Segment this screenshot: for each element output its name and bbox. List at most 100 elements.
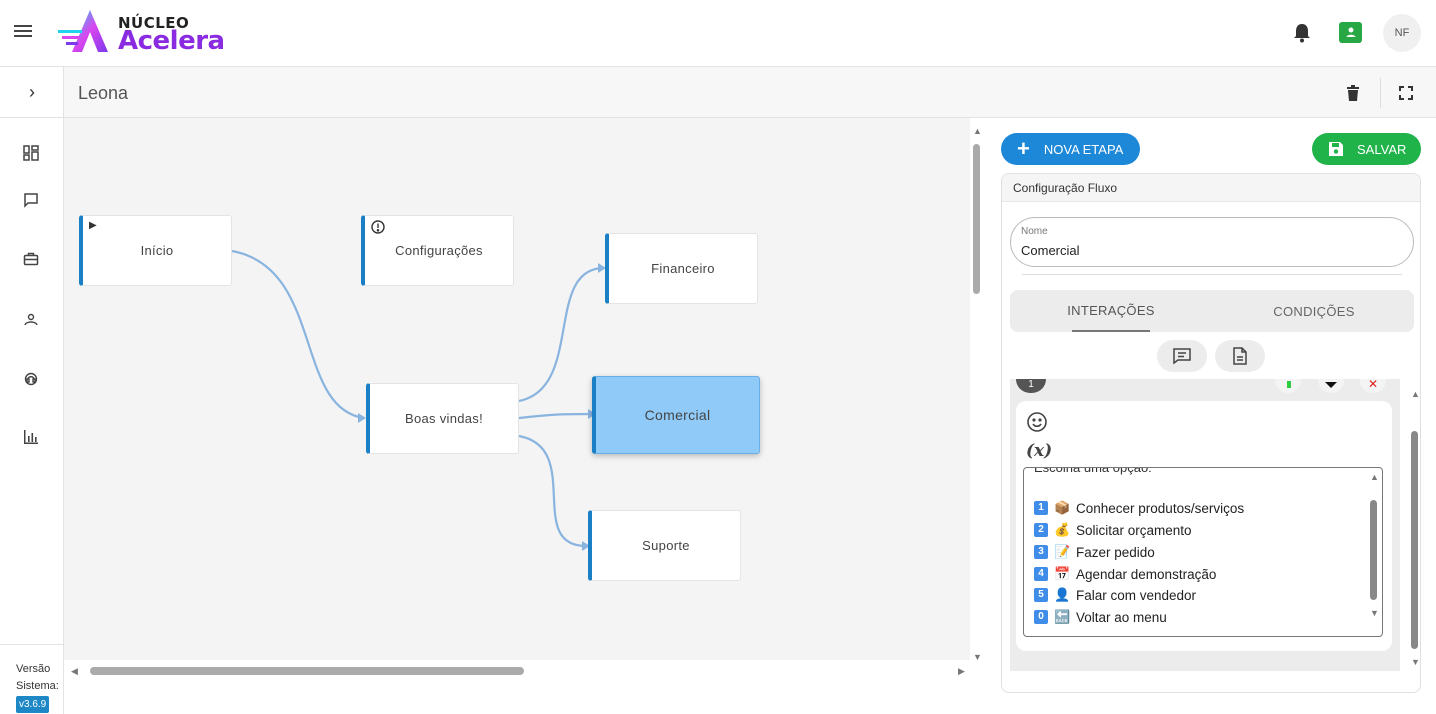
edge-boasvindas-suporte	[518, 434, 589, 548]
hamburger-menu-icon[interactable]	[14, 22, 36, 42]
option-text: Solicitar orçamento	[1076, 522, 1192, 538]
user-avatar[interactable]: NF	[1383, 14, 1421, 52]
back-arrow-icon: 🔙	[1054, 609, 1071, 624]
logo-mark-icon	[58, 10, 108, 52]
step-number-badge: 1	[1016, 379, 1046, 393]
top-bar: NÚCLEO Acelera NF	[0, 0, 1436, 67]
flow-connections	[231, 249, 606, 551]
scroll-left-icon[interactable]: ◀	[71, 666, 78, 676]
edge-boasvindas-financeiro	[518, 266, 605, 403]
edge-boasvindas-comercial	[518, 412, 595, 420]
add-document-button[interactable]	[1215, 340, 1265, 372]
logo[interactable]: NÚCLEO Acelera	[56, 8, 236, 58]
version-info: Versão Sistema: v3.6.9	[0, 644, 64, 714]
message-textarea[interactable]: Escolha uma opção: 1 📦 Conhecer produtos…	[1023, 467, 1383, 637]
plus-icon: +	[1017, 136, 1030, 161]
name-field-label: Nome	[1021, 226, 1048, 237]
new-step-button[interactable]: + NOVA ETAPA	[1001, 133, 1140, 165]
dashboard-icon[interactable]	[21, 143, 41, 163]
scroll-up-icon[interactable]: ▲	[973, 126, 982, 136]
scroll-thumb[interactable]	[1411, 431, 1418, 649]
toolbar-divider	[1380, 78, 1381, 108]
version-label-system: Sistema:	[16, 680, 59, 692]
interactions-list[interactable]: 1 ✕ (x) Escolha uma opção: 1 📦 Conhecer …	[1010, 378, 1400, 671]
tab-interacoes[interactable]: INTERAÇÕES	[1067, 290, 1154, 332]
flow-node-financeiro[interactable]: Financeiro	[605, 233, 758, 304]
flow-canvas[interactable]: ▶ Início Configurações Financeiro Boas v…	[64, 118, 970, 660]
option-text: Voltar ao menu	[1076, 609, 1167, 625]
tab-condicoes[interactable]: CONDIÇÕES	[1273, 303, 1355, 319]
node-label: Boas vindas!	[404, 411, 484, 426]
name-field[interactable]: Nome Comercial	[1010, 217, 1414, 267]
play-icon: ▶	[89, 220, 97, 231]
flow-node-inicio[interactable]: ▶ Início	[79, 215, 232, 286]
bell-icon[interactable]	[1292, 22, 1312, 44]
option-text: Conhecer produtos/serviços	[1076, 500, 1245, 516]
scroll-up-icon[interactable]: ▲	[1411, 389, 1420, 399]
variable-icon[interactable]: (x)	[1026, 441, 1053, 461]
logo-text-bottom: Acelera	[118, 26, 225, 56]
config-panel: + NOVA ETAPA SALVAR Configuração Fluxo N…	[992, 118, 1436, 714]
memo-icon: 📝	[1054, 544, 1071, 559]
document-icon	[1233, 347, 1247, 365]
scroll-down-icon[interactable]: ▼	[1411, 657, 1420, 667]
node-label: Comercial	[644, 407, 711, 423]
flow-node-boas-vindas[interactable]: Boas vindas!	[366, 383, 519, 454]
message-option: 0 🔙 Voltar ao menu	[1034, 609, 1167, 625]
money-bag-icon: 💰	[1054, 522, 1071, 537]
keycap-icon: 2	[1034, 523, 1048, 537]
scroll-down-icon[interactable]: ▼	[973, 652, 982, 662]
package-icon: 📦	[1054, 500, 1071, 515]
chat-icon[interactable]	[21, 190, 41, 210]
contact-add-icon[interactable]	[1339, 22, 1362, 43]
flow-node-comercial[interactable]: Comercial	[592, 376, 760, 454]
canvas-horizontal-scrollbar[interactable]: ◀ ▶	[66, 664, 972, 678]
message-card: (x) Escolha uma opção: 1 📦 Conhecer prod…	[1016, 401, 1392, 651]
alert-icon	[371, 220, 385, 237]
toggle-active-icon[interactable]	[1275, 379, 1301, 393]
panel-scrollbar[interactable]: ▲ ▼	[1408, 389, 1422, 671]
name-field-value[interactable]: Comercial	[1021, 243, 1080, 258]
message-text-partial: Escolha uma opção:	[1034, 467, 1152, 475]
flow-title: Leona	[78, 83, 129, 103]
keycap-icon: 5	[1034, 588, 1048, 602]
support-icon[interactable]	[21, 369, 41, 389]
divider	[1022, 274, 1402, 275]
scroll-up-icon[interactable]: ▲	[1370, 472, 1379, 482]
keycap-icon: 1	[1034, 501, 1048, 515]
keycap-icon: 4	[1034, 567, 1048, 581]
scroll-right-icon[interactable]: ▶	[958, 666, 965, 676]
save-button[interactable]: SALVAR	[1312, 133, 1421, 165]
trash-icon[interactable]	[1344, 84, 1362, 102]
new-step-label: NOVA ETAPA	[1043, 141, 1124, 157]
scroll-thumb[interactable]	[1370, 500, 1377, 600]
contacts-icon[interactable]	[21, 310, 41, 330]
flow-node-configuracoes[interactable]: Configurações	[361, 215, 514, 286]
emoji-picker-icon[interactable]	[1026, 411, 1048, 433]
person-icon: 👤	[1054, 587, 1071, 602]
scroll-thumb[interactable]	[973, 144, 980, 294]
add-message-button[interactable]	[1157, 340, 1207, 372]
expand-sidebar-icon[interactable]: ›	[0, 67, 64, 118]
logo-text-top: NÚCLEO	[118, 14, 190, 32]
move-down-icon[interactable]	[1318, 379, 1344, 393]
scroll-thumb[interactable]	[90, 667, 524, 675]
card-title: Configuração Fluxo	[1002, 174, 1420, 202]
briefcase-icon[interactable]	[21, 249, 41, 269]
message-option: 1 📦 Conhecer produtos/serviços	[1034, 500, 1244, 516]
flow-node-suporte[interactable]: Suporte	[588, 510, 741, 581]
version-badge: v3.6.9	[16, 696, 50, 713]
textarea-scrollbar[interactable]: ▲ ▼	[1367, 470, 1381, 620]
flow-config-card: Configuração Fluxo Nome Comercial INTERA…	[1001, 173, 1421, 693]
node-label: Início	[140, 243, 174, 258]
remove-step-icon[interactable]: ✕	[1360, 378, 1386, 393]
option-text: Agendar demonstração	[1076, 566, 1217, 582]
scroll-down-icon[interactable]: ▼	[1370, 608, 1379, 618]
keycap-icon: 3	[1034, 545, 1048, 559]
node-label: Suporte	[642, 538, 690, 553]
chart-icon[interactable]	[21, 427, 41, 447]
canvas-vertical-scrollbar[interactable]: ▲ ▼	[970, 124, 984, 666]
fullscreen-icon[interactable]	[1398, 85, 1414, 101]
save-icon	[1329, 142, 1343, 156]
save-label: SALVAR	[1357, 141, 1407, 157]
